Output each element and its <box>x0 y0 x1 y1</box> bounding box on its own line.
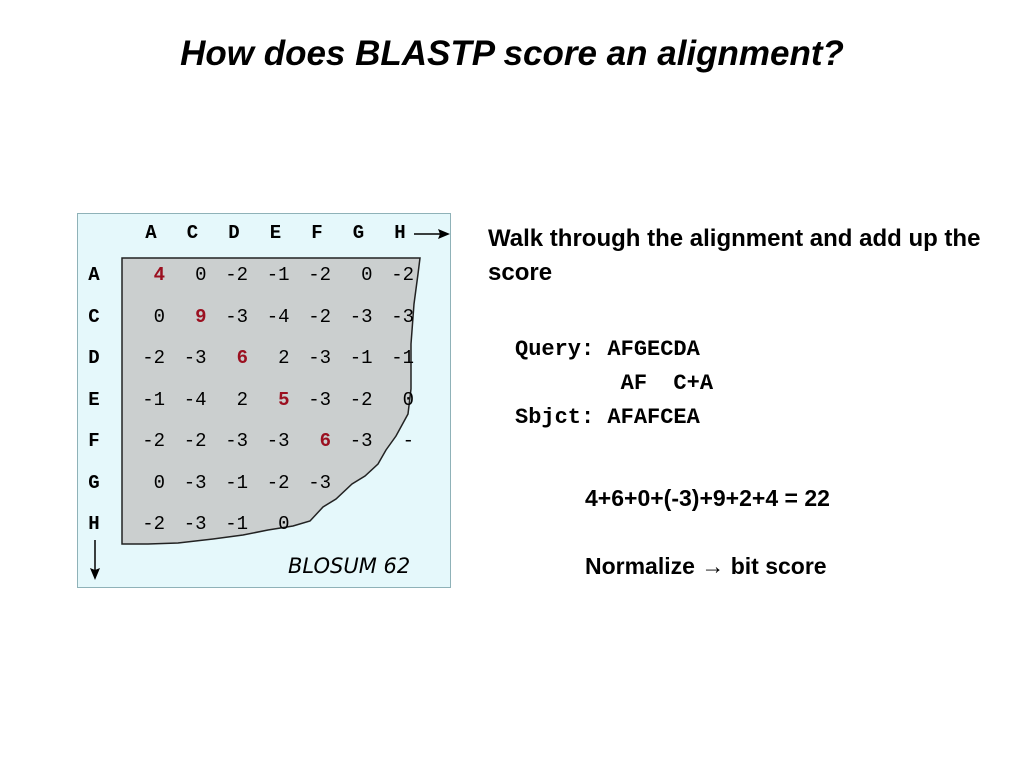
normalize-suffix: bit score <box>730 553 827 579</box>
slide-title: How does BLASTP score an alignment? <box>180 34 844 73</box>
matrix-cell: -2 <box>349 388 373 411</box>
matrix-cell: - <box>402 430 414 452</box>
matrix-cell: -1 <box>142 388 165 411</box>
column-label: F <box>311 222 323 244</box>
matrix-cell: -3 <box>391 305 414 328</box>
matrix-cell: 2 <box>278 347 290 369</box>
matrix-cell: 0 <box>402 388 414 411</box>
matrix-cell: -2 <box>391 264 414 286</box>
matrix-cell: -2 <box>266 471 290 494</box>
matrix-cell: 0 <box>278 513 290 535</box>
normalize-prefix: Normalize <box>585 553 695 579</box>
row-label: A <box>88 264 100 286</box>
instruction-text: Walk through the alignment and add up th… <box>488 225 981 286</box>
right-arrow-icon <box>438 229 450 239</box>
down-arrow-icon <box>90 568 100 580</box>
shaded-matrix-area <box>121 257 421 545</box>
matrix-cell: -4 <box>266 305 290 328</box>
matrix-cell: -3 <box>349 430 373 452</box>
matrix-cell: -3 <box>308 347 331 369</box>
matrix-cell: -3 <box>225 305 248 328</box>
matrix-cell-diagonal: 9 <box>195 305 207 328</box>
matrix-cell: -3 <box>266 430 290 452</box>
subject-sequence: AFAFCEA <box>607 405 700 430</box>
matrix-cell: -2 <box>225 264 248 286</box>
column-label: H <box>394 222 406 244</box>
matrix-cell: -1 <box>266 264 290 286</box>
matrix-cell: -3 <box>183 471 207 494</box>
matrix-name: BLOSUM 62 <box>288 554 411 578</box>
column-label: E <box>269 222 282 244</box>
matrix-cell-diagonal: 5 <box>278 388 290 411</box>
matrix-cell: -2 <box>142 513 165 535</box>
matrix-cell: -2 <box>142 430 165 452</box>
matrix-cell: -3 <box>183 347 207 369</box>
matrix-cell: -2 <box>308 264 331 286</box>
matrix-cell: 2 <box>236 388 248 411</box>
row-label: G <box>88 471 100 494</box>
matrix-cell: -3 <box>308 388 331 411</box>
matrix-cell: -4 <box>183 388 207 411</box>
matrix-cell: -3 <box>183 513 207 535</box>
matrix-cell: -1 <box>349 347 373 369</box>
row-label: H <box>88 513 100 535</box>
query-sequence: AFGECDA <box>607 337 700 362</box>
normalize-line: Normalize → bit score <box>585 553 827 580</box>
column-label: G <box>352 222 365 244</box>
matrix-cell: -1 <box>391 347 414 369</box>
score-formula: 4+6+0+(-3)+9+2+4 = 22 <box>585 485 830 511</box>
column-label: C <box>186 222 199 244</box>
matrix-cell-diagonal: 6 <box>236 347 248 369</box>
matrix-cell: -2 <box>142 347 165 369</box>
matrix-cell: 0 <box>153 471 165 494</box>
row-label: C <box>88 305 100 328</box>
matrix-cell: -1 <box>225 471 248 494</box>
matrix-cell-diagonal: 4 <box>153 264 165 286</box>
row-label: F <box>88 430 100 452</box>
matrix-cell: -2 <box>183 430 207 452</box>
matrix-cell: 0 <box>361 264 373 286</box>
matrix-cell: -3 <box>225 430 248 452</box>
arrow-icon: → <box>701 553 725 579</box>
matrix-graphics <box>90 229 450 580</box>
matrix-cell: 0 <box>195 264 207 286</box>
row-label: E <box>88 388 100 411</box>
match-line: AF C+A <box>620 371 714 396</box>
row-label: D <box>88 347 100 369</box>
query-label: Query: <box>515 337 595 362</box>
matrix-cell: -3 <box>349 305 373 328</box>
matrix-cell: 0 <box>153 305 165 328</box>
matrix-cell: -1 <box>225 513 248 535</box>
column-label: D <box>228 222 240 244</box>
column-label: A <box>145 222 157 244</box>
matrix-cell: -3 <box>308 471 331 494</box>
alignment-block: Query: AFGECDA AF C+A Sbjct: AFAFCEA <box>515 333 713 435</box>
subject-label: Sbjct: <box>515 405 595 430</box>
matrix-cell: -2 <box>308 305 331 328</box>
matrix-cell-diagonal: 6 <box>319 430 331 452</box>
